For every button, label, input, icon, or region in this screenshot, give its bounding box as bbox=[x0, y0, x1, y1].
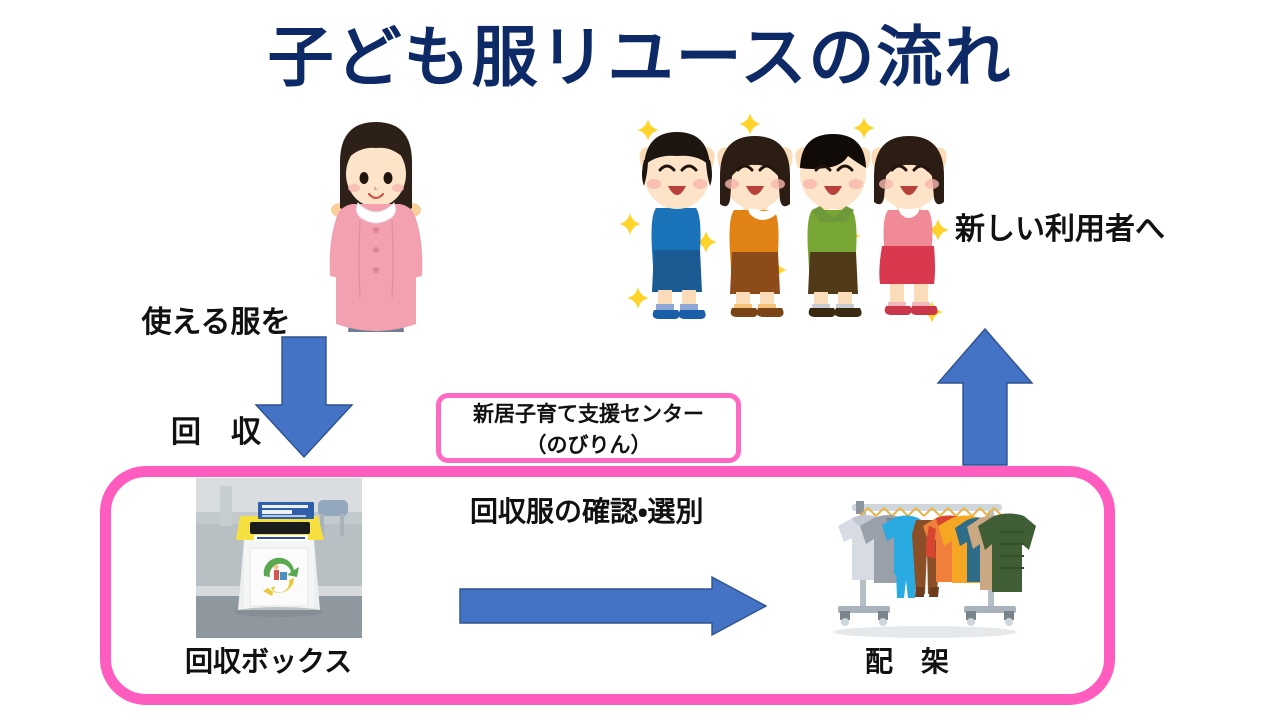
support-center-label-line2: （のびりん） bbox=[525, 432, 652, 457]
caption-collect-line2: 回 収 bbox=[171, 414, 261, 450]
clothing-rack-illustration bbox=[812, 492, 1038, 647]
page-title: 子ども服リユースの流れ bbox=[267, 19, 1013, 96]
arrow-up-icon bbox=[935, 327, 1035, 472]
cheering-children-illustration bbox=[619, 112, 962, 337]
caption-shelving: 配 架 bbox=[865, 645, 950, 678]
support-center-label: 新居子育て支援センター （のびりん） bbox=[436, 393, 741, 463]
caption-new-users: 新しい利用者へ bbox=[955, 212, 1165, 247]
arrow-down-icon bbox=[252, 335, 356, 465]
woman-holding-shirt-illustration bbox=[296, 118, 456, 334]
caption-collect: 使える服を 回 収 bbox=[126, 232, 306, 525]
caption-sort-check: 回収服の確認・選別 bbox=[470, 495, 704, 528]
caption-collection-box: 回収ボックス bbox=[185, 645, 353, 678]
collection-box-photo bbox=[196, 478, 362, 638]
arrow-right-icon bbox=[458, 575, 768, 642]
support-center-label-line1: 新居子育て支援センター bbox=[473, 401, 704, 426]
caption-collect-line1: 使える服を bbox=[141, 305, 291, 341]
